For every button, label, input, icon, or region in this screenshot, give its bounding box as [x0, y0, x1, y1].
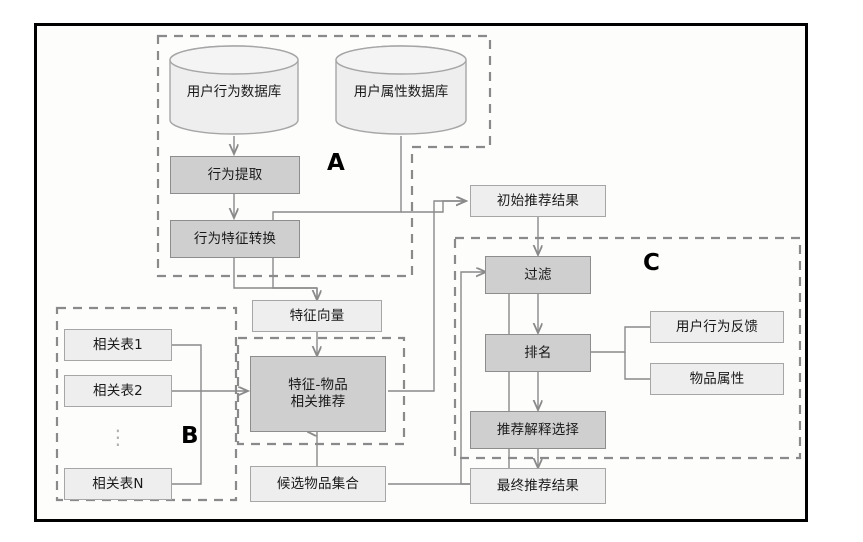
node-user-behavior-db[interactable]: 用户行为数据库: [168, 44, 300, 136]
group-label-c: C: [643, 250, 660, 276]
node-label: 用户属性数据库: [353, 84, 449, 100]
node-recommendation-explanation-selection[interactable]: 推荐解释选择: [470, 411, 606, 449]
node-relation-table-2[interactable]: 相关表2: [64, 375, 172, 407]
group-label-a: A: [327, 150, 345, 176]
node-final-recommendation-result[interactable]: 最终推荐结果: [470, 468, 606, 504]
cylinder-shape: [335, 45, 467, 135]
node-relation-table-n[interactable]: 相关表N: [64, 468, 172, 500]
node-behavior-feature-transform[interactable]: 行为特征转换: [170, 220, 300, 258]
cylinder-shape: [169, 45, 299, 135]
node-relation-table-1[interactable]: 相关表1: [64, 329, 172, 361]
node-label-line2: 相关推荐: [290, 394, 346, 410]
node-feature-vector[interactable]: 特征向量: [252, 300, 382, 332]
relation-table-ellipsis: ⋮: [107, 424, 129, 449]
node-initial-recommendation-result[interactable]: 初始推荐结果: [470, 185, 606, 217]
node-behavior-extraction[interactable]: 行为提取: [170, 156, 300, 194]
node-label: 用户行为数据库: [186, 84, 282, 100]
node-ranking[interactable]: 排名: [485, 334, 591, 372]
node-feature-item-recommendation[interactable]: 特征-物品 相关推荐: [250, 356, 386, 432]
node-user-attribute-db[interactable]: 用户属性数据库: [334, 44, 468, 136]
node-filter[interactable]: 过滤: [485, 256, 591, 294]
node-label-line1: 特征-物品: [288, 377, 348, 394]
group-label-b: B: [181, 423, 199, 449]
node-item-attribute[interactable]: 物品属性: [650, 363, 784, 395]
node-user-behavior-feedback[interactable]: 用户行为反馈: [650, 311, 784, 343]
node-candidate-item-set[interactable]: 候选物品集合: [250, 466, 386, 502]
